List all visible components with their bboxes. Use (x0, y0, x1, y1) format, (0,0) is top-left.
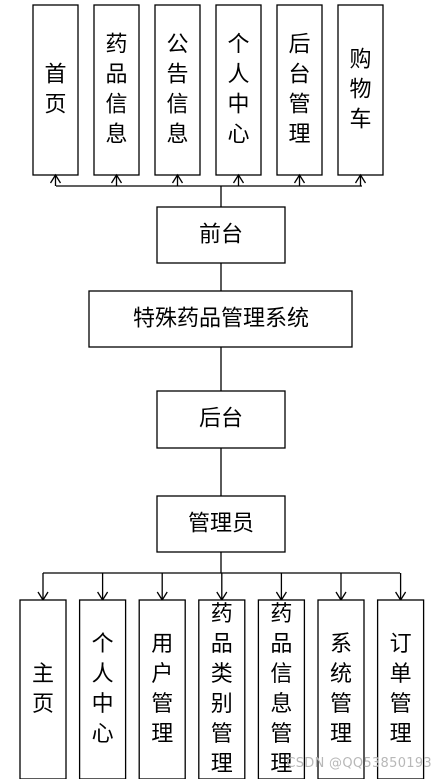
undefined-label-char: 后 (288, 33, 310, 58)
undefined-label-char: 管 (151, 692, 173, 717)
undefined-label-char: 个 (227, 33, 249, 58)
system-title: 特殊药品管理系统 (133, 307, 309, 332)
undefined-label-char: 息 (105, 123, 127, 148)
undefined-label-char: 系 (330, 632, 352, 657)
undefined-label-char: 类 (211, 662, 233, 687)
undefined-label-char: 页 (44, 93, 66, 118)
undefined-label-char: 购 (349, 48, 371, 73)
undefined-0: 首页 (32, 4, 79, 176)
arrow-up-icon (232, 173, 245, 184)
undefined-label-char: 信 (166, 93, 188, 118)
backend-node: 后台 (156, 390, 286, 449)
undefined-label-char: 用 (151, 632, 173, 657)
undefined-label-char: 台 (288, 63, 310, 88)
undefined-label-char: 管 (330, 692, 352, 717)
undefined-label-char: 户 (151, 662, 173, 687)
undefined-label-char: 心 (92, 722, 114, 747)
undefined-label-char: 别 (211, 692, 233, 717)
undefined-label-char: 主 (32, 662, 54, 687)
undefined-label-char: 药 (211, 602, 233, 627)
undefined-label-char: 理 (270, 752, 292, 777)
undefined-label-char: 信 (270, 662, 292, 687)
undefined-label-char: 理 (151, 722, 173, 747)
undefined-label-char: 单 (390, 662, 412, 687)
system-node: 特殊药品管理系统 (88, 290, 353, 348)
undefined-label-char: 人 (92, 662, 114, 687)
undefined-label-char: 品 (105, 63, 127, 88)
watermark: CSDN @QQ53850193 (286, 756, 432, 771)
undefined-5: 购物车 (337, 4, 384, 176)
undefined-label-char: 车 (349, 108, 371, 133)
undefined-label-char: 个 (92, 632, 114, 657)
undefined-label-char: 订 (390, 632, 412, 657)
frontend-label: 前台 (199, 223, 243, 248)
undefined-label-char: 理 (390, 722, 412, 747)
undefined-label-char: 管 (211, 722, 233, 747)
undefined-0: 主页 (19, 599, 67, 779)
arrow-up-icon (293, 173, 306, 184)
undefined-label-char: 管 (270, 722, 292, 747)
undefined-label-char: 理 (288, 123, 310, 148)
undefined-label-char: 心 (227, 123, 249, 148)
undefined-label-char: 药 (105, 33, 127, 58)
undefined-label-char: 理 (211, 752, 233, 777)
undefined-label-char: 人 (227, 63, 249, 88)
undefined-label-char: 息 (166, 123, 188, 148)
undefined-label-char: 管 (390, 692, 412, 717)
undefined-label-char: 品 (270, 632, 292, 657)
undefined-label-char: 理 (330, 722, 352, 747)
undefined-label-char: 品 (211, 632, 233, 657)
admin-node: 管理员 (156, 495, 286, 553)
arrow-up-icon (171, 173, 184, 184)
undefined-label-char: 物 (349, 78, 371, 103)
undefined-label-char: 药 (270, 602, 292, 627)
undefined-label-char: 息 (270, 692, 292, 717)
arrow-up-icon (49, 173, 62, 184)
admin-label: 管理员 (188, 512, 254, 537)
undefined-label-char: 统 (330, 662, 352, 687)
undefined-label-char: 中 (227, 93, 249, 118)
undefined-label-char: 首 (44, 63, 66, 88)
undefined-label-char: 管 (288, 93, 310, 118)
frontend-node: 前台 (156, 206, 286, 264)
admin-connectors (37, 552, 407, 602)
arrow-up-icon (354, 173, 367, 184)
frontend-connectors (49, 173, 367, 207)
backend-label: 后台 (199, 407, 243, 432)
undefined-label-char: 中 (92, 692, 114, 717)
undefined-label-char: 公 (166, 33, 188, 58)
arrow-up-icon (110, 173, 123, 184)
undefined-label-char: 告 (166, 63, 188, 88)
undefined-label-char: 信 (105, 93, 127, 118)
undefined-label-char: 页 (32, 692, 54, 717)
